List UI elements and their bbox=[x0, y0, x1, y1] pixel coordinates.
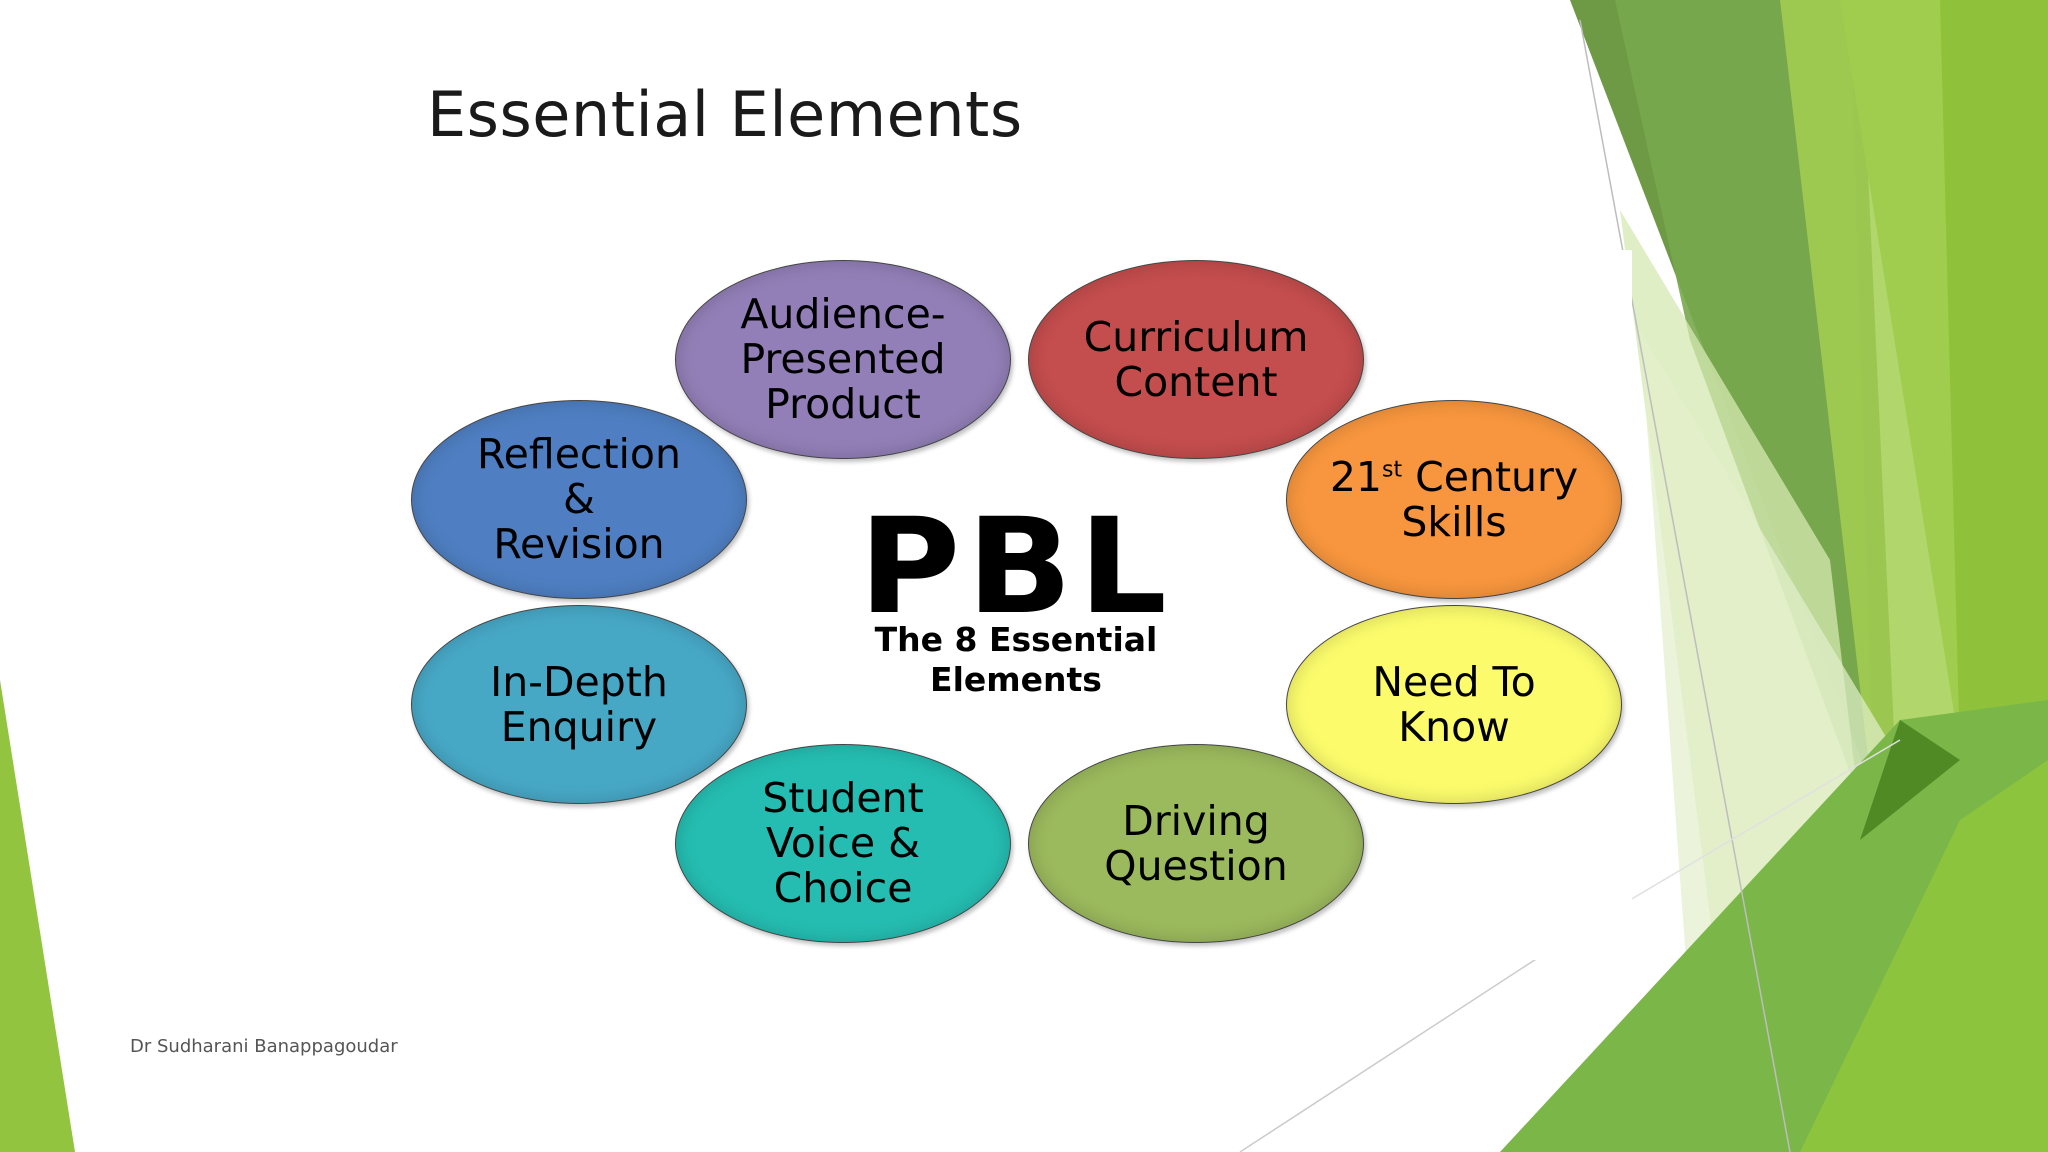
element-label-line: Enquiry bbox=[500, 702, 658, 751]
element-label-line: 21st Century bbox=[1329, 452, 1579, 501]
diagram-plate bbox=[400, 250, 1632, 960]
element-audience-presented-product: Audience- Presented Product bbox=[675, 260, 1011, 459]
right-shape-green-low2 bbox=[1800, 760, 2048, 1152]
element-label-line: Curriculum bbox=[1083, 312, 1309, 361]
pbl-subtitle-line: The 8 Essential bbox=[874, 620, 1158, 659]
element-label-line: Need To bbox=[1372, 657, 1536, 706]
element-label-line: & bbox=[563, 475, 595, 523]
element-curriculum-content: Curriculum Content bbox=[1028, 260, 1364, 459]
element-label-line: Presented bbox=[740, 335, 946, 383]
slide-title: Essential Elements bbox=[427, 78, 1023, 151]
pbl-diagram: Audience- Presented Product Curriculum C… bbox=[400, 250, 1632, 960]
pbl-subtitle-line: Elements bbox=[930, 660, 1102, 699]
element-label-line: Driving bbox=[1122, 796, 1270, 845]
element-21st-century-skills: 21st Century Skills bbox=[1286, 400, 1622, 599]
century-word: Century bbox=[1402, 452, 1579, 501]
element-label-line: Know bbox=[1398, 702, 1510, 751]
slide-footer-author: Dr Sudharani Banappagoudar bbox=[130, 1036, 398, 1057]
century-number: 21 bbox=[1329, 452, 1382, 501]
element-label-line: Question bbox=[1104, 841, 1288, 890]
right-shape-lime2 bbox=[1780, 0, 1960, 860]
element-label-line: Voice & bbox=[765, 819, 921, 867]
element-label-line: Revision bbox=[493, 520, 665, 568]
element-label-line: Reflection bbox=[477, 430, 681, 478]
element-student-voice-choice: Student Voice & Choice bbox=[675, 744, 1011, 943]
left-green-shape bbox=[0, 680, 75, 1152]
element-driving-question: Driving Question bbox=[1028, 744, 1364, 943]
element-label-line: Student bbox=[762, 774, 924, 822]
century-sup: st bbox=[1382, 456, 1403, 482]
element-label-line: Skills bbox=[1401, 497, 1507, 546]
pbl-center-subtitle: The 8 Essential Elements bbox=[400, 620, 1632, 700]
element-label-line: Content bbox=[1114, 357, 1278, 406]
element-reflection-revision: Reflection & Revision bbox=[411, 400, 747, 599]
deco-line-3 bbox=[1629, 739, 1901, 901]
pbl-center-title: PBL bbox=[858, 490, 1174, 644]
deco-line-1 bbox=[1579, 19, 1791, 1152]
element-need-to-know: Need To Know bbox=[1286, 605, 1622, 804]
right-shape-dark-low bbox=[1860, 720, 1960, 840]
element-label-line: In-Depth bbox=[490, 657, 668, 706]
element-label-line: Product bbox=[765, 380, 921, 428]
element-in-depth-enquiry: In-Depth Enquiry bbox=[411, 605, 747, 804]
element-label-line: Audience- bbox=[740, 290, 946, 338]
deco-line-2 bbox=[1239, 949, 1551, 1152]
element-label-line: Choice bbox=[773, 864, 913, 912]
